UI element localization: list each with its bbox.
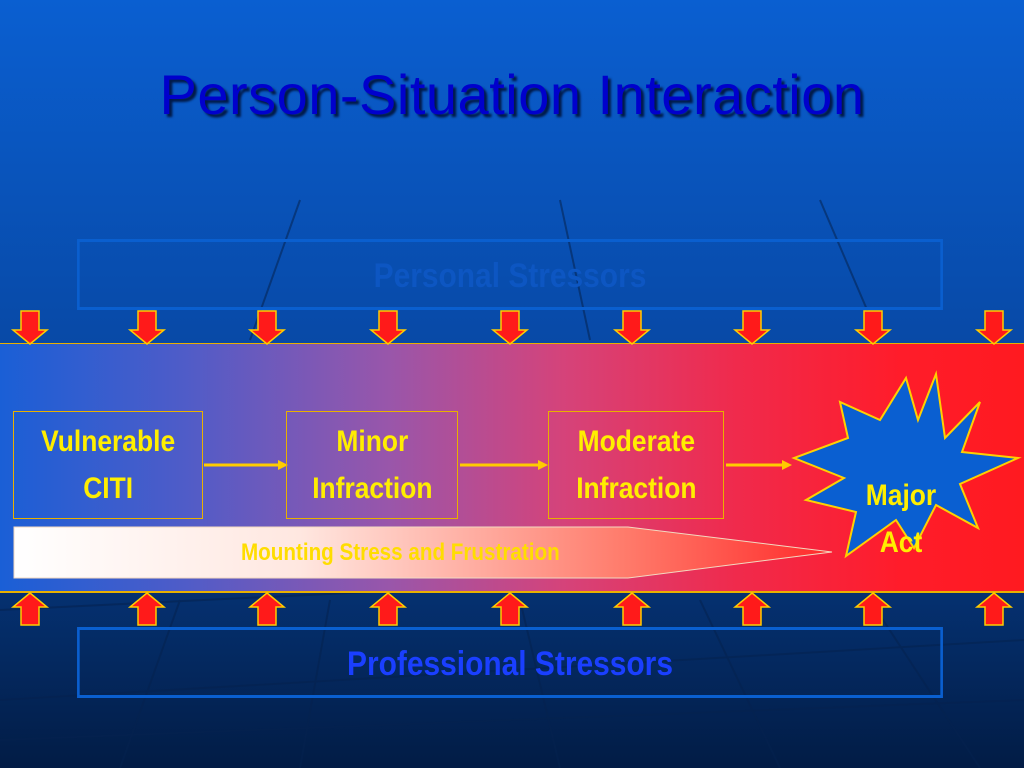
progress-arrow-label: Mounting Stress and Frustration — [240, 539, 560, 566]
up-arrow-icon — [612, 592, 652, 626]
up-arrow-icon — [247, 592, 287, 626]
personal-stressors-box: Personal Stressors — [77, 239, 943, 310]
up-arrow-icon — [490, 592, 530, 626]
up-arrow-icon — [974, 592, 1014, 626]
major-act-label: Major Act — [865, 479, 937, 559]
stage-box-moderate-infraction: Moderate Infraction — [548, 411, 724, 519]
up-arrow-icon — [368, 592, 408, 626]
down-arrow-icon — [490, 310, 530, 345]
down-arrow-icon — [974, 310, 1014, 345]
progress-arrow-shape — [13, 526, 833, 579]
down-arrow-icon — [853, 310, 893, 345]
up-arrow-icon — [10, 592, 50, 626]
right-arrow-icon — [460, 460, 548, 470]
up-arrow-icon — [732, 592, 772, 626]
down-arrow-icon — [612, 310, 652, 345]
stage-label: Vulnerable CITI — [40, 425, 176, 505]
right-arrow-icon — [204, 460, 288, 470]
down-arrow-icon — [247, 310, 287, 345]
stage-box-vulnerable: Vulnerable CITI — [13, 411, 203, 519]
down-arrow-icon — [10, 310, 50, 345]
stage-box-minor-infraction: Minor Infraction — [286, 411, 458, 519]
right-arrow-icon — [726, 460, 792, 470]
stage-label: Moderate Infraction — [575, 425, 697, 505]
stage-label: Minor Infraction — [311, 425, 433, 505]
up-arrow-icon — [853, 592, 893, 626]
down-arrow-icon — [732, 310, 772, 345]
up-arrow-icon — [127, 592, 167, 626]
professional-stressors-box: Professional Stressors — [77, 627, 943, 698]
down-arrow-icon — [127, 310, 167, 345]
starburst-icon — [791, 370, 1022, 559]
slide-title: Person-Situation Interaction — [159, 63, 865, 126]
down-arrow-icon — [368, 310, 408, 345]
